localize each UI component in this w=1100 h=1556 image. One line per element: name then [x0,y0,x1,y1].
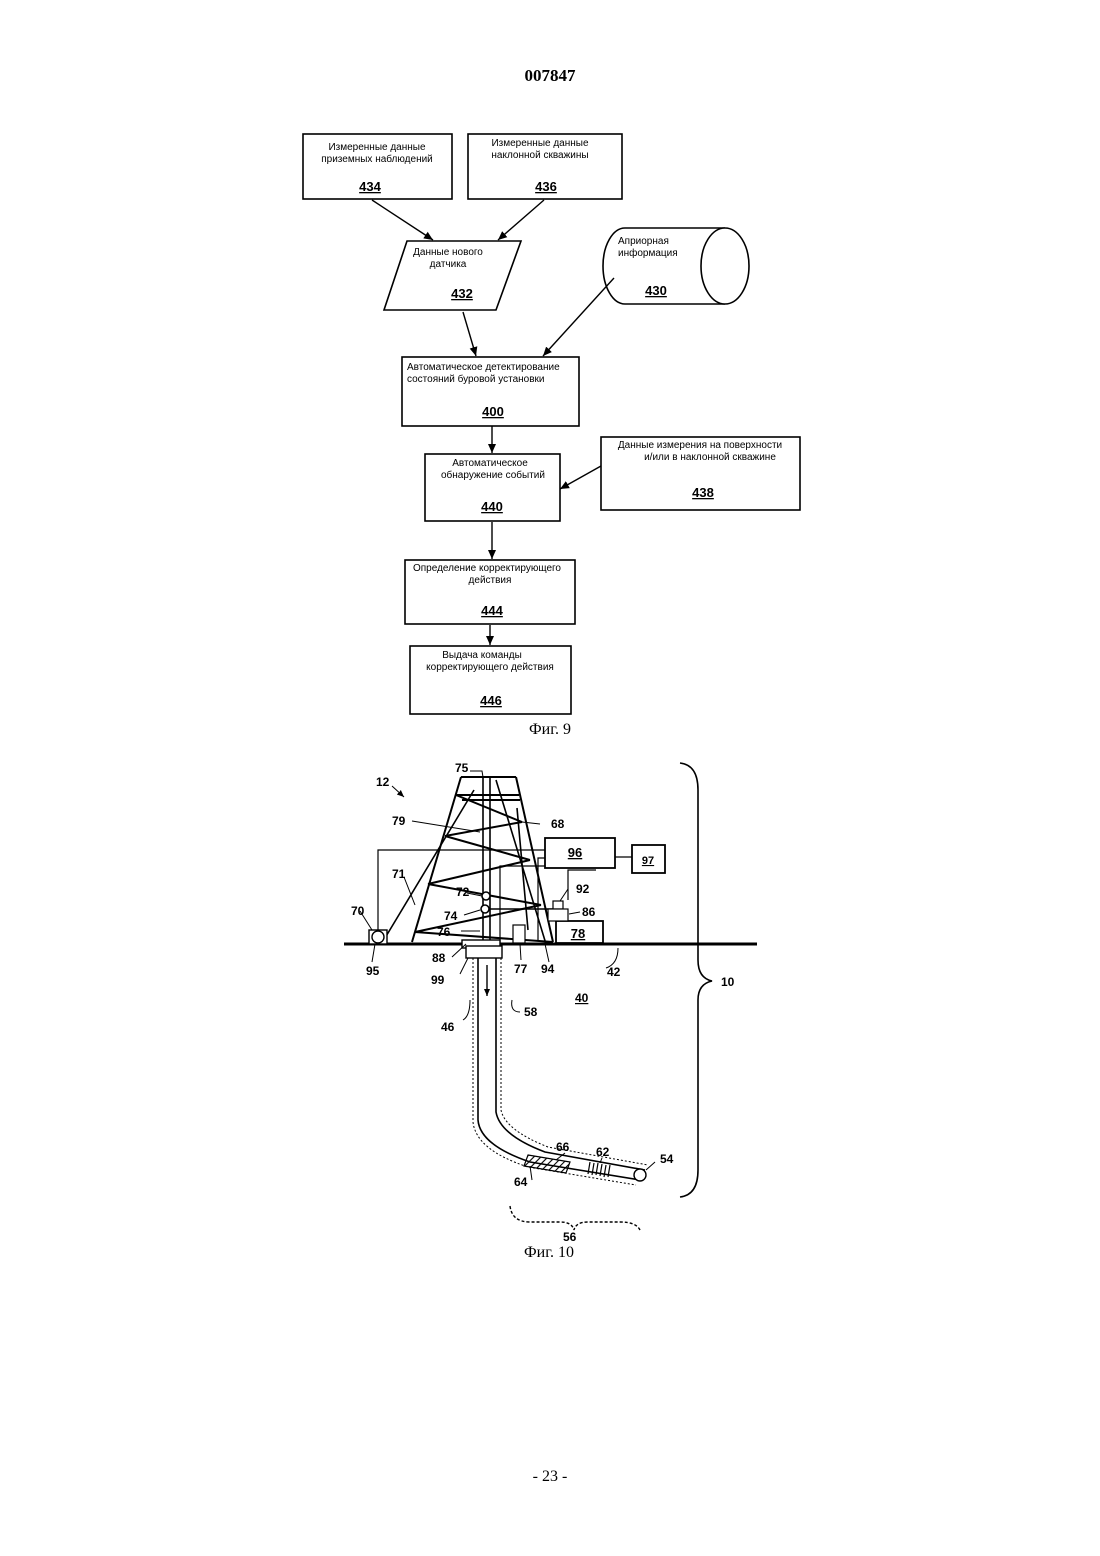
node-430-line1: Априорная [618,236,669,247]
node-444-box: Определение корректирующего действия 444 [405,560,575,624]
node-436-ref: 436 [535,179,557,194]
arrow-430-to-400 [543,278,614,356]
node-430-cylinder: Априорная информация 430 [603,228,749,304]
node-444-line2: действия [469,575,512,586]
node-400-line1: Автоматическое детектирование [407,362,560,373]
node-440-line1: Автоматическое [452,458,528,469]
node-432-parallelogram: Данные нового датчика 432 [384,241,521,310]
node-400-ref: 400 [482,404,504,419]
page-number: - 23 - [0,1468,1100,1486]
node-446-ref: 446 [480,693,502,708]
arrow-438-to-440 [560,466,601,489]
node-438-box: Данные измерения на поверхности и/или в … [601,437,800,510]
node-446-line2: корректирующего действия [426,662,554,673]
node-432-line2: датчика [430,259,467,270]
node-438-line2: и/или в наклонной скважине [644,452,776,463]
node-430-ref: 430 [645,283,667,298]
node-436-line1: Измеренные данные [491,138,589,149]
node-438-ref: 438 [692,485,714,500]
node-430-line2: информация [618,247,678,259]
node-434-box: Измеренные данные приземных наблюдений 4… [303,134,452,199]
node-446-line1: Выдача команды [442,650,522,661]
node-438-line1: Данные измерения на поверхности [618,440,782,451]
node-436-line2: наклонной скважины [491,150,588,161]
node-446-box: Выдача команды корректирующего действия … [410,646,571,714]
node-432-ref: 432 [451,286,473,301]
arrow-434-to-432 [372,200,433,240]
node-444-line1: Определение корректирующего [413,563,561,574]
figure-9-caption: Фиг. 9 [529,721,571,738]
node-436-box: Измеренные данные наклонной скважины 436 [468,134,622,199]
node-400-box: Автоматическое детектирование состояний … [402,357,579,426]
node-440-ref: 440 [481,499,503,514]
node-440-line2: обнаружение событий [441,469,545,481]
node-400-line2: состояний буровой установки [407,373,545,385]
node-444-ref: 444 [481,603,503,618]
node-434-ref: 434 [359,179,381,194]
arrow-432-to-400 [463,312,476,356]
node-440-box: Автоматическое обнаружение событий 440 [425,454,560,521]
node-434-line1: Измеренные данные [328,142,426,153]
node-434-line2: приземных наблюдений [321,153,433,165]
node-432-line1: Данные нового [413,247,483,258]
arrow-436-to-432 [498,200,544,240]
